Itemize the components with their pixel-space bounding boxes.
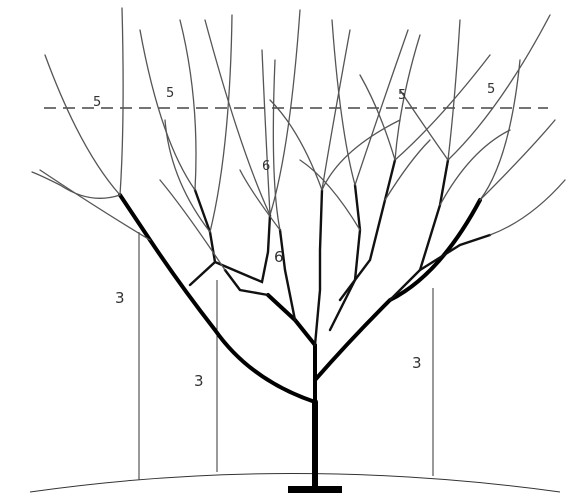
label-six-top: 6 [262,159,270,174]
label-five-a: 5 [93,95,101,110]
limb-right-main [313,198,482,382]
label-five-c: 5 [398,88,406,103]
label-five-d: 5 [487,82,495,97]
limb-left-main [118,193,317,404]
thin-shoots [31,7,566,271]
limb-right-sub [338,158,397,302]
limb-center-left [223,268,270,297]
limb-center-mid [278,228,297,322]
limb-center-up [313,188,324,347]
ground-line [29,473,561,493]
limb-right-outer [418,233,492,272]
limb-left-sub2 [213,213,272,284]
label-three-left: 3 [115,289,125,307]
limb-left-sub [188,188,217,287]
label-five-b: 5 [166,86,174,101]
label-three-right: 3 [412,354,422,372]
limb-right-inner [328,183,362,332]
label-three-center: 3 [194,372,204,390]
label-six-mid: 6 [274,248,284,266]
limb-right-sub2 [388,158,450,302]
limb-center [266,293,317,404]
